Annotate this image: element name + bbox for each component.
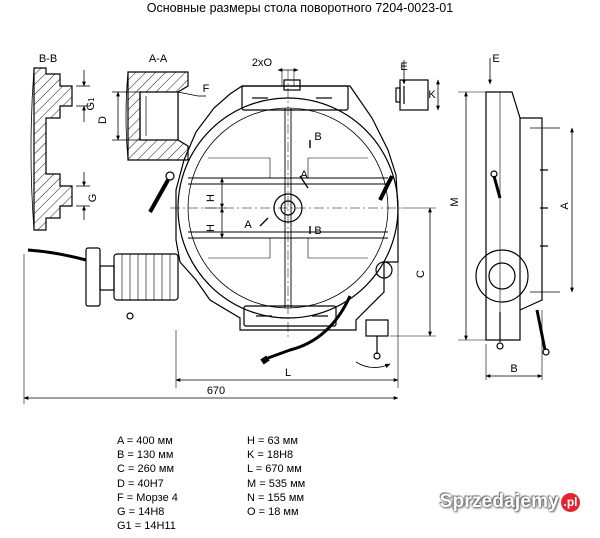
spec-n: N = 155 мм [247, 491, 305, 504]
label-h-upper: H [205, 194, 217, 202]
spec-d: D = 40H7 [117, 477, 164, 490]
label-c: C [415, 270, 427, 278]
spec-o: O = 18 мм [247, 506, 299, 519]
technical-drawing: B-B A-A 2xO E E F D G1 G K H H A A B B M… [23, 53, 574, 404]
worm-drive-assembly [27, 247, 179, 320]
label-g1-subscript: 1 [87, 97, 96, 102]
label-b-bottom: B [510, 363, 517, 375]
watermark-logo: Sprzedajemy .pl [440, 488, 580, 516]
label-f: F [203, 83, 210, 95]
main-front-view [148, 70, 404, 368]
side-view [458, 58, 574, 380]
spec-a: A = 400 мм [117, 435, 173, 447]
dimension-lines [23, 60, 436, 404]
spec-g1: G1 = 14H11 [117, 520, 176, 533]
spec-c: C = 260 мм [117, 463, 175, 476]
label-a-center-upper: A [300, 169, 308, 181]
label-g: G [87, 194, 99, 203]
spec-k: K = 18H8 [247, 449, 294, 462]
spec-l: L = 670 мм [247, 463, 302, 476]
drawing-title: Основные размеры стола поворотного 7204-… [146, 1, 454, 15]
label-m: M [449, 197, 461, 206]
label-b-center-upper: B [314, 131, 321, 143]
spec-m: M = 535 мм [247, 477, 306, 490]
label-2xo: 2xO [252, 57, 273, 69]
specs-list-left: A = 400 мм B = 130 мм C = 260 мм D = 40H… [117, 434, 178, 533]
specs-list-right: H = 63 мм K = 18H8 L = 670 мм M = 535 мм… [247, 434, 305, 519]
label-e-right: E [492, 53, 499, 65]
label-b-center-lower: B [314, 225, 321, 237]
label-section-bb: B-B [39, 53, 57, 65]
label-h-lower: H [205, 224, 217, 232]
label-g1: G1 [85, 97, 97, 111]
label-670: 670 [207, 385, 225, 397]
label-l: L [285, 367, 291, 379]
label-section-aa: A-A [149, 53, 168, 65]
spec-b: B = 130 мм [117, 449, 174, 462]
spec-h: H = 63 мм [247, 435, 298, 447]
label-d: D [97, 116, 109, 124]
label-k: K [428, 89, 436, 101]
label-g1-main: G [85, 102, 97, 111]
section-bb-view [30, 67, 90, 231]
label-e-top: E [400, 61, 407, 73]
watermark-text: Sprzedajemy [439, 491, 559, 512]
label-a-center-lower: A [244, 219, 252, 231]
watermark-suffix: .pl [561, 492, 580, 512]
spec-f: F = Морзе 4 [117, 491, 178, 504]
spec-g: G = 14H8 [117, 506, 165, 519]
section-aa-view [112, 71, 206, 161]
detail-e-view [395, 79, 440, 111]
label-a-side: A [559, 202, 571, 210]
